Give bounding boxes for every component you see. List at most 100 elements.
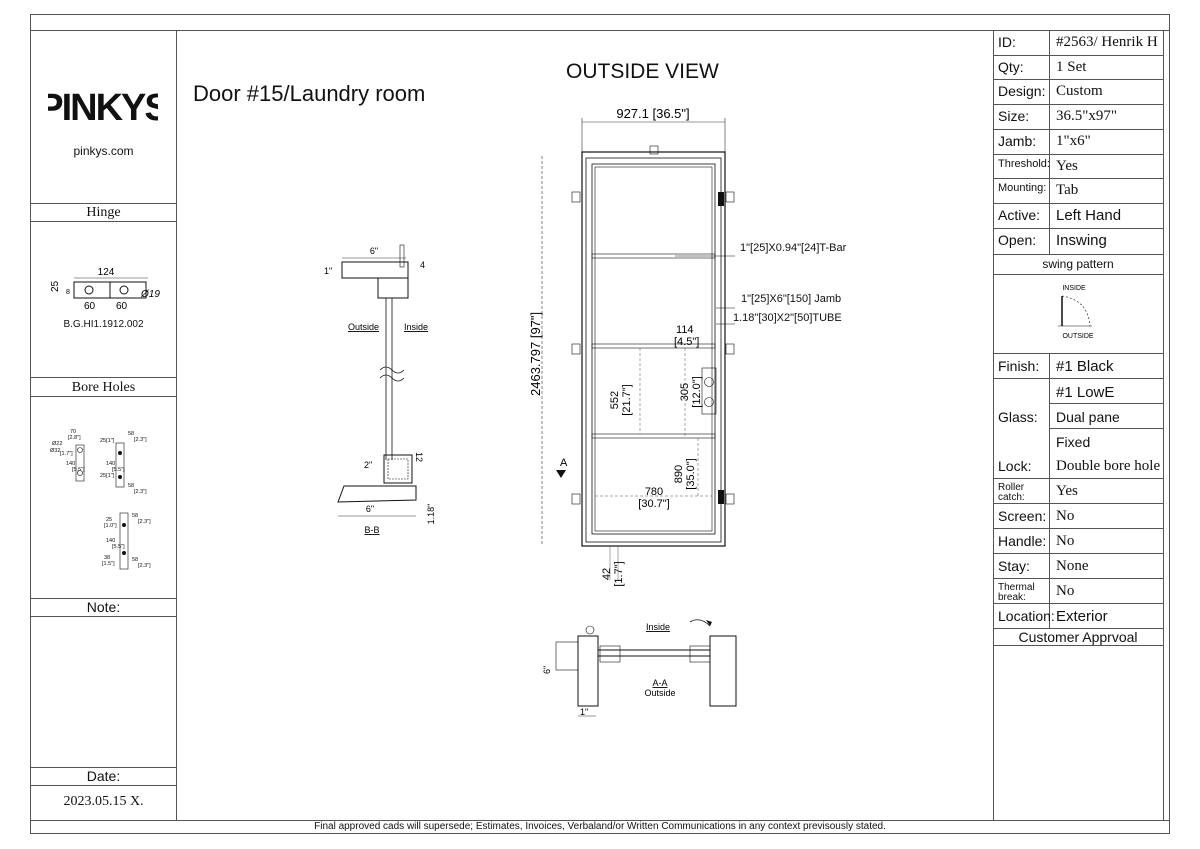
svg-text:Outside: Outside [644, 688, 675, 698]
svg-text:2": 2" [364, 460, 372, 470]
hinge-left: 60 [84, 301, 96, 312]
spec-value: Exterior [1056, 608, 1108, 625]
spec-label: Jamb: [998, 132, 1037, 149]
spec-label: Thermal break: [998, 582, 1035, 603]
glass-value-1: #1 LowE [1056, 384, 1115, 401]
svg-text:A-A: A-A [652, 678, 667, 688]
dim-890: 890 [673, 465, 685, 483]
svg-text:[2.3"]: [2.3"] [134, 489, 147, 495]
svg-text:[5.5"]: [5.5"] [112, 467, 125, 473]
svg-text:[1.5"]: [1.5"] [102, 561, 115, 567]
swing-title: swing pattern [1042, 257, 1114, 271]
glass-value-3: Fixed [1056, 434, 1091, 450]
tube-label: 1.18"[30]X2"[50]TUBE [733, 312, 842, 324]
divider [1049, 403, 1163, 404]
spec-table-divider [1049, 30, 1050, 255]
spec-label: Lock: [998, 458, 1032, 474]
hinge-height: 25 [50, 280, 61, 292]
spec-row-divider [993, 54, 1163, 56]
spec-label: Screen: [998, 508, 1047, 524]
spec-row-divider [993, 603, 1163, 604]
door-label: Door #15/Laundry room [193, 81, 426, 106]
svg-text:Inside: Inside [646, 622, 670, 632]
left-column-divider [176, 30, 177, 820]
svg-text:[2.3"]: [2.3"] [134, 437, 147, 443]
divider [993, 254, 1163, 255]
spec-value: Left Hand [1056, 206, 1122, 224]
svg-text:Inside: Inside [404, 322, 428, 332]
spec-value: Yes [1056, 483, 1078, 499]
hinge-width: 124 [98, 267, 115, 278]
svg-text:Ø22: Ø22 [52, 441, 62, 447]
svg-text:140: 140 [66, 461, 75, 467]
customer-approval: Customer Apprvoal [1018, 629, 1138, 645]
date-value: 2023.05.15 X. [63, 794, 144, 809]
svg-text:1": 1" [580, 707, 588, 717]
bore-holes-diagram: 70 [2.8"] Ø22 Ø32 [1.7"] 140 [5.5"] 25[1… [50, 429, 151, 570]
spec-row-divider [993, 104, 1163, 106]
dim-552: 552 [609, 391, 621, 409]
dim-780: 780 [645, 486, 663, 498]
dim-42-in: [1.7"] [613, 561, 625, 586]
divider [993, 274, 1163, 275]
divider [1049, 428, 1163, 429]
hinge-right: 60 [116, 301, 128, 312]
tbar-label: 1"[25]X0.94"[24]T-Bar [740, 242, 847, 254]
svg-text:OUTSIDE: OUTSIDE [1062, 333, 1093, 340]
svg-text:1": 1" [324, 266, 332, 276]
spec-value: Yes [1056, 157, 1078, 174]
svg-text:[1.0"]: [1.0"] [104, 523, 117, 529]
svg-text:[2.3"]: [2.3"] [138, 519, 151, 525]
divider [31, 598, 176, 599]
divider [31, 203, 176, 204]
spec-label: Qty: [998, 58, 1024, 75]
glass-value-2: Dual pane [1056, 409, 1120, 425]
dim-780-in: [30.7"] [638, 498, 669, 510]
svg-text:140: 140 [106, 461, 115, 467]
spec-value: No [1056, 583, 1075, 599]
dim-114-in: [4.5"] [674, 336, 699, 348]
svg-text:58: 58 [132, 557, 138, 563]
brand-logo-text: PINKYS [48, 87, 158, 126]
spec-row-divider [993, 378, 1163, 379]
svg-text:INSIDE: INSIDE [1062, 285, 1086, 292]
svg-text:25[1"]: 25[1"] [100, 438, 115, 444]
spec-label: Mounting: [998, 182, 1047, 195]
dim-552-in: [21.7"] [621, 384, 633, 415]
spec-row-divider [993, 153, 1163, 155]
svg-text:4: 4 [420, 260, 425, 270]
spec-value: Custom [1056, 83, 1103, 100]
drawing-frame [30, 14, 1170, 834]
spec-label: Finish: [998, 358, 1040, 374]
svg-text:[2.8"]: [2.8"] [68, 435, 81, 441]
bottom-border [31, 820, 1169, 821]
spec-value: #2563/ Henrik H [1056, 34, 1158, 50]
dim-890-in: [35.0"] [685, 458, 697, 489]
spec-value: 36.5"x97" [1056, 108, 1117, 125]
spec-value: Tab [1056, 182, 1079, 199]
hinge-code: B.G.HI1.1912.002 [63, 319, 144, 330]
spec-value: 1 Set [1056, 58, 1087, 75]
svg-text:1.18": 1.18" [426, 504, 436, 525]
svg-text:140: 140 [106, 538, 115, 544]
spec-row-divider [993, 628, 1163, 629]
divider [993, 645, 1163, 646]
spec-label: Threshold: [998, 157, 1050, 170]
spec-label: Handle: [998, 533, 1047, 549]
glass-label: Glass: [998, 409, 1038, 425]
height-dimension: 2463.797 [97"] [528, 312, 543, 396]
spec-table-right [1163, 30, 1164, 820]
spec-value: Inswing [1056, 231, 1107, 249]
dim-305-in: [12.0"] [691, 376, 703, 407]
divider [31, 396, 176, 397]
spec-row-divider [993, 553, 1163, 554]
svg-text:[1.7"]: [1.7"] [60, 451, 73, 457]
spec-label: ID: [998, 34, 1016, 50]
spec-table-left [993, 30, 994, 820]
spec-value: No [1056, 533, 1075, 549]
divider [31, 785, 176, 786]
svg-text:6": 6" [370, 246, 378, 256]
jamb-label: 1"[25]X6"[150] Jamb [741, 293, 842, 305]
svg-text:58: 58 [128, 431, 134, 437]
bore-holes-title: Bore Holes [71, 380, 136, 395]
